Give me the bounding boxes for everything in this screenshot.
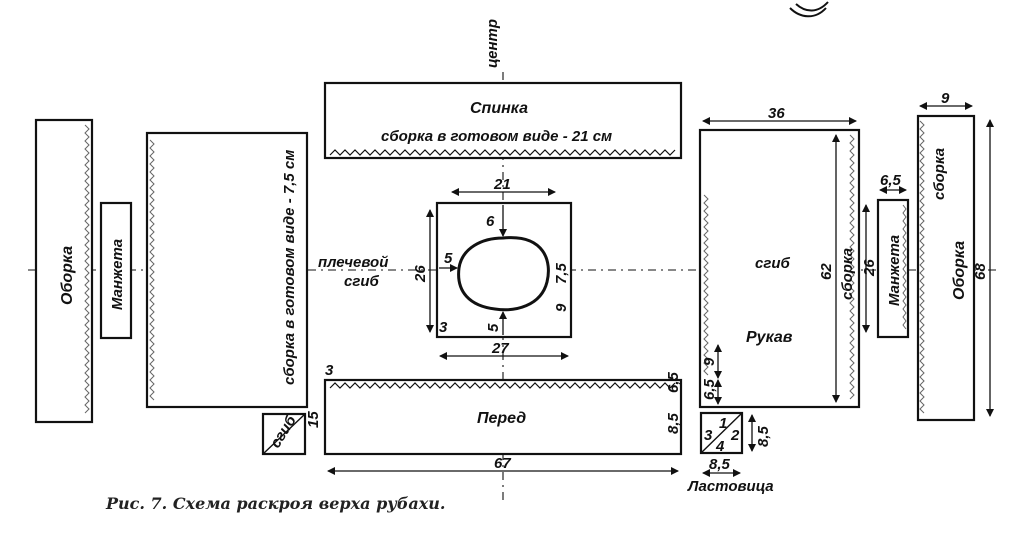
gusset-label: Ластовица [687,478,774,495]
left-frill-label: Оборка [59,246,76,305]
sleeve-small-a-value: 9 [701,357,718,366]
sleeve-gather-label: сборка [839,248,856,300]
front-width-value: 67 [494,455,511,472]
front-offset-value: 3 [325,362,334,379]
left-panel-gather-note: сборка в готовом виде - 7,5 см [281,150,298,385]
shoulder-fold-label-1: плечевой [318,254,388,271]
left-cuff-piece [99,201,133,340]
sleeve-left-zigzag [703,194,709,376]
right-frill-gather-label: сборка [931,148,948,200]
sleeve-title: Рукав [746,329,793,346]
sleeve-fold-label: сгиб [755,255,791,272]
front-gather-zigzag [329,382,676,389]
right-frill-zigzag [919,120,925,414]
neck-opening [457,236,550,312]
front-right-top-value: 6,5 [665,371,682,393]
back-gather-zigzag [329,149,676,156]
front-height-value: 15 [305,411,322,428]
gusset-part-2: 2 [730,427,740,444]
neck-left-value: 5 [444,250,453,267]
back-gather-note: сборка в готовом виде - 21 см [381,128,612,145]
right-frill-piece [916,114,976,422]
gusset-part-1: 1 [719,415,727,432]
right-cuff-label: Манжета [886,235,903,306]
sleeve-gather-zigzag [849,134,855,400]
front-piece [323,378,683,456]
front-title: Перед [477,410,526,427]
front-fold-diagonal [262,413,306,455]
gusset-height-value: 8,5 [755,425,772,447]
neck-upper-value: 6 [486,213,495,230]
back-piece [323,81,683,160]
right-cuff-width-value: 6,5 [880,172,902,189]
right-frill-height-value: 68 [972,263,989,280]
sleeve-small-b-value: 6,5 [701,378,718,400]
neck-piece [435,201,573,339]
left-sleeve-panel [145,131,309,409]
neck-right-upper-value: 7,5 [553,262,570,284]
gusset-width-value: 8,5 [709,456,731,473]
left-frill-gather-zigzag [84,124,90,414]
left-cuff-label: Манжета [109,239,126,310]
gusset-part-3: 3 [704,427,713,444]
sleeve-height-value: 62 [818,263,835,280]
corner-sketch [789,1,829,18]
center-label: центр [484,19,501,68]
left-frill-piece [34,118,94,424]
shoulder-fold-label-2: сгиб [344,273,380,290]
left-panel-gather-zigzag [149,139,155,401]
neck-corner-value: 3 [439,319,448,336]
gusset-part-4: 4 [715,438,725,455]
right-cuff-height-value: 26 [861,259,878,277]
gusset-diagonal [700,412,743,454]
figure-caption: Рис. 7. Схема раскроя верха рубахи. [106,494,446,513]
back-title: Спинка [470,100,528,117]
neck-bottom-value: 27 [491,340,509,357]
neck-top-value: 21 [493,176,511,193]
sleeve-width-value: 36 [768,105,785,122]
neck-right-lower-value: 9 [553,303,570,312]
front-right-bottom-value: 8,5 [665,412,682,434]
right-cuff-zigzag [902,204,907,330]
right-frill-label: Оборка [951,241,968,300]
neck-height-value: 26 [412,265,429,283]
right-frill-width-value: 9 [941,90,950,107]
neck-lower-value: 5 [485,323,502,332]
